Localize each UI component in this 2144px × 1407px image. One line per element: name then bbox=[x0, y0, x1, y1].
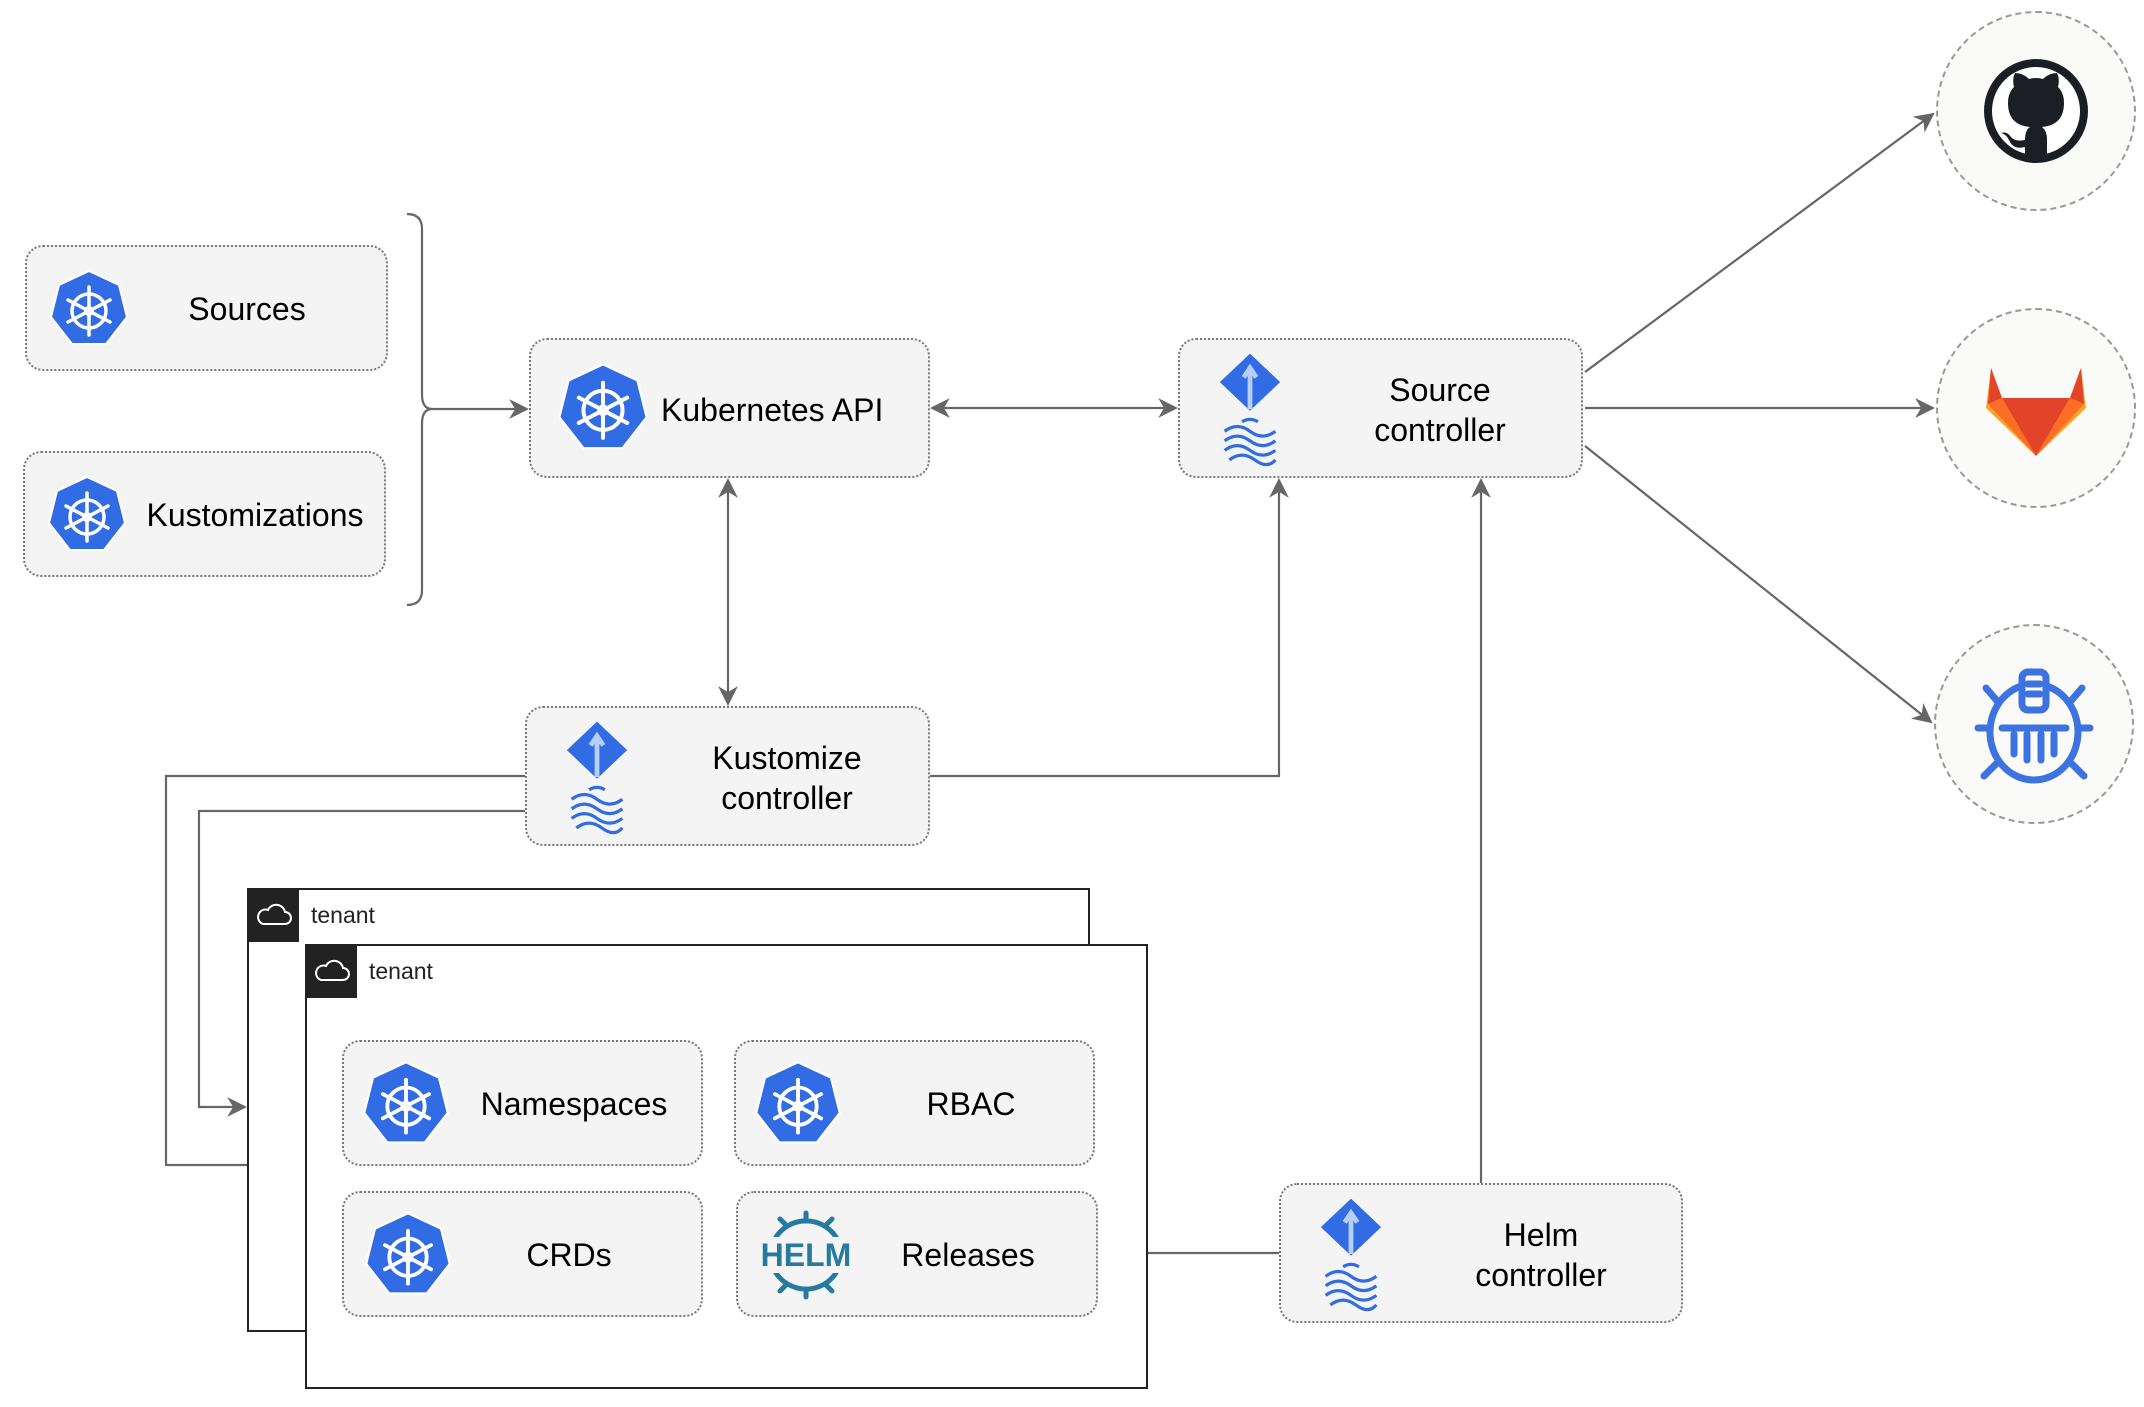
cloud-icon bbox=[249, 890, 299, 942]
rbac-label: RBAC bbox=[926, 1086, 1016, 1122]
gitlab-icon bbox=[1986, 368, 2086, 456]
sources-node[interactable]: Sources bbox=[25, 245, 388, 371]
kustomize-controller-label: Kustomize controller bbox=[712, 740, 862, 816]
source-controller-label: Source controller bbox=[1374, 372, 1506, 448]
kubernetes-icon bbox=[754, 1060, 842, 1145]
sources-label: Sources bbox=[188, 291, 306, 327]
edge-source-github bbox=[1584, 112, 1935, 373]
harbor-icon bbox=[1974, 668, 2094, 784]
namespaces-node[interactable]: Namespaces bbox=[342, 1040, 703, 1166]
harbor-node[interactable] bbox=[1934, 624, 2134, 824]
kustomizations-node[interactable]: Kustomizations bbox=[23, 451, 386, 577]
kubernetes-icon bbox=[364, 1211, 452, 1296]
github-icon bbox=[1984, 59, 2088, 163]
helm-controller-node[interactable]: Helm controller bbox=[1279, 1183, 1683, 1323]
tenant-label: tenant bbox=[369, 958, 433, 984]
releases-node[interactable]: HELM Releases bbox=[736, 1191, 1098, 1317]
kubernetes-icon bbox=[362, 1060, 450, 1145]
edge-source-harbor bbox=[1584, 445, 1933, 724]
namespaces-label: Namespaces bbox=[480, 1086, 668, 1122]
kubernetes-icon bbox=[557, 362, 649, 454]
kubernetes-icon bbox=[49, 269, 129, 346]
helm-controller-label: Helm controller bbox=[1475, 1217, 1607, 1293]
source-controller-node[interactable]: Source controller bbox=[1178, 338, 1583, 478]
tenant-front[interactable]: tenant bbox=[305, 944, 1148, 1389]
flux-icon bbox=[1210, 352, 1290, 467]
tenant-label: tenant bbox=[311, 902, 375, 928]
github-node[interactable] bbox=[1936, 11, 2136, 211]
edge-kustomize-tenant-back bbox=[197, 809, 525, 1117]
rbac-node[interactable]: RBAC bbox=[734, 1040, 1095, 1166]
kubernetes-icon bbox=[47, 475, 127, 552]
cloud-icon bbox=[307, 946, 357, 998]
edge-kustomize-source bbox=[930, 478, 1289, 778]
brace bbox=[406, 212, 433, 607]
kustomizations-label: Kustomizations bbox=[146, 497, 364, 533]
releases-label: Releases bbox=[901, 1237, 1035, 1273]
flux-icon bbox=[1311, 1197, 1391, 1312]
gitlab-node[interactable] bbox=[1936, 308, 2136, 508]
kubernetes-api-label: Kubernetes API bbox=[661, 392, 884, 428]
crds-node[interactable]: CRDs bbox=[342, 1191, 703, 1317]
helm-icon: HELM bbox=[756, 1209, 856, 1301]
flux-icon bbox=[557, 720, 637, 835]
crds-label: CRDs bbox=[526, 1237, 612, 1273]
kustomize-controller-node[interactable]: Kustomize controller bbox=[525, 706, 930, 846]
edge-kustomize-tenant-front bbox=[164, 774, 525, 1175]
kubernetes-api-node[interactable]: Kubernetes API bbox=[529, 338, 930, 478]
